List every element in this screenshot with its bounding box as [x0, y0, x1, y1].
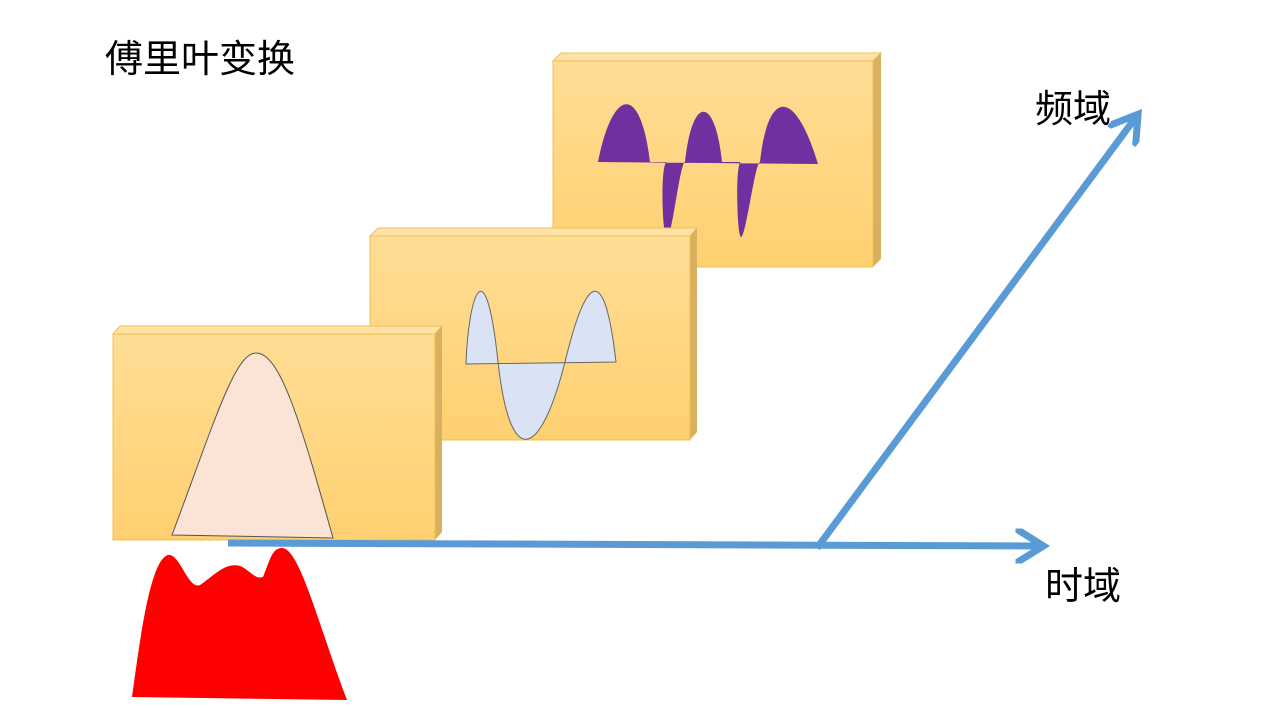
low-frequency-wave: [171, 352, 334, 539]
diagram-title: 傅里叶变换: [105, 37, 296, 81]
time-domain-label: 时域: [1045, 564, 1122, 608]
frequency-domain-label: 频域: [1035, 87, 1112, 131]
mid-frequency-wave: [465, 290, 617, 440]
time-domain-signal: [132, 548, 347, 700]
time-axis-arrow: [227, 543, 1040, 546]
frequency-box-low: [111, 325, 444, 541]
frequency-axis-arrow: [814, 117, 1136, 551]
high-frequency-wave: [598, 104, 818, 238]
